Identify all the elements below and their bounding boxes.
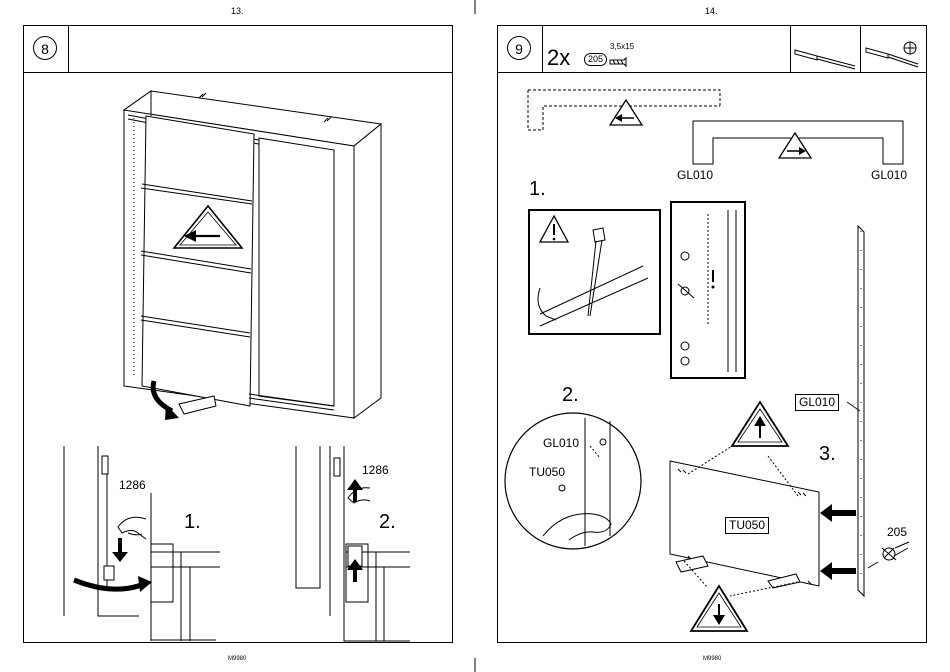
hand-icon <box>118 517 146 539</box>
detail-label-rail: GL010 <box>543 436 579 450</box>
warning-arrow-left-icon <box>610 100 642 125</box>
page-number-left: 13. <box>231 6 244 16</box>
detail-label-panel: TU050 <box>529 465 565 479</box>
step-9-panel: 9 2x 205 3,5x15 <box>497 25 927 643</box>
substep-1-label: 1. <box>529 178 546 201</box>
substep-2-label: 2. <box>379 511 396 534</box>
step-9-drawing <box>498 26 928 644</box>
substep-2-label: 2. <box>562 384 579 407</box>
screw-callout-label: 205 <box>887 525 907 539</box>
warning-arrow-down-icon <box>691 586 747 631</box>
step-8-panel: 8 <box>23 25 453 643</box>
part-label-1286-b: 1286 <box>362 463 389 477</box>
footer-code-left: M9980 <box>228 656 246 662</box>
rail-label-left: GL010 <box>677 168 713 182</box>
substep-1-label: 1. <box>184 511 201 534</box>
panel-box-label: TU050 <box>725 517 769 534</box>
screw-icon <box>610 58 626 66</box>
wardrobe-drawing <box>24 26 454 644</box>
screwdriver-flat-icon <box>795 50 855 69</box>
screwdriver-phillips-icon <box>866 42 918 67</box>
warning-arrow-up-icon <box>732 402 788 446</box>
rail-label-right: GL010 <box>871 168 907 182</box>
part-label-1286-a: 1286 <box>119 478 146 492</box>
page-number-right: 14. <box>705 6 718 16</box>
substep-3-label: 3. <box>819 443 836 466</box>
rail-box-label: GL010 <box>795 394 839 411</box>
screw-icon <box>868 542 909 568</box>
footer-code-right: M9980 <box>703 656 721 662</box>
